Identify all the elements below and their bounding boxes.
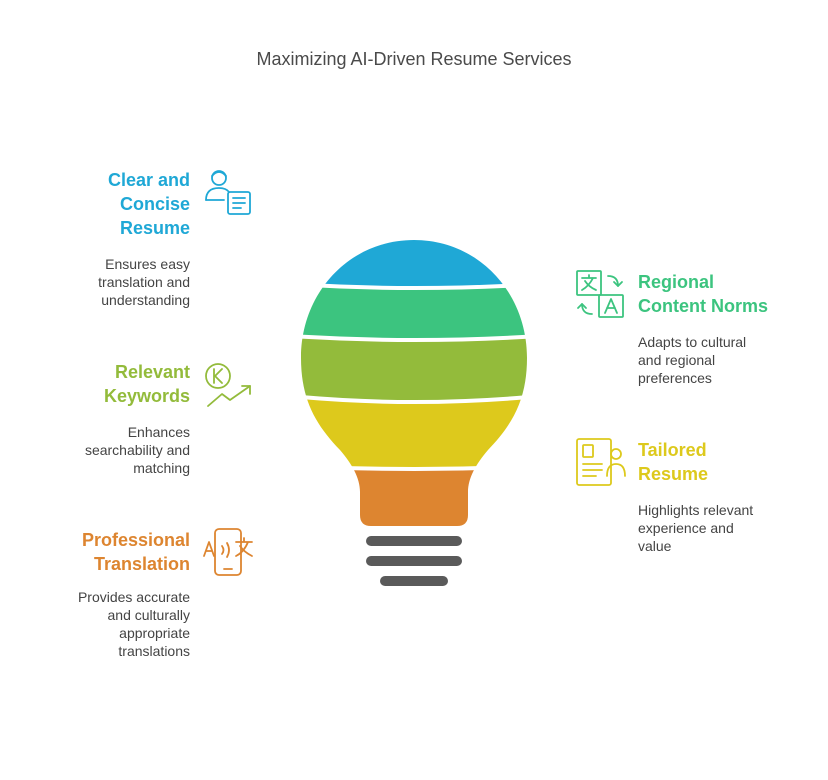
keyword-growth-icon xyxy=(205,363,251,407)
clear-concise-resume-heading: Clear and Concise Resume xyxy=(107,170,190,238)
bulb-segment-olive xyxy=(301,338,527,400)
diagram-title: Maximizing AI-Driven Resume Services xyxy=(256,49,572,69)
bulb-segment-orange xyxy=(301,468,527,526)
bulb-base-line-2 xyxy=(366,556,462,566)
regional-content-norms-desc: Adapts to cultural and regional preferen… xyxy=(638,334,747,386)
bulb-base-line-3 xyxy=(380,576,448,586)
tailored-resume-heading: Tailored Resume xyxy=(638,440,709,484)
tailored-resume-desc: Highlights relevant experience and value xyxy=(638,502,754,554)
relevant-keywords-desc: Enhances searchability and matching xyxy=(84,424,190,476)
regional-content-norms-heading: Regional Content Norms xyxy=(638,272,768,316)
relevant-keywords-heading: Relevant Keywords xyxy=(103,362,190,406)
bulb-segment-blue xyxy=(301,240,527,286)
resume-profile-icon xyxy=(576,438,626,486)
bulb-segment-yellow xyxy=(301,398,527,467)
bulb-segment-green xyxy=(301,286,527,338)
bulb-base-line-1 xyxy=(366,536,462,546)
person-document-icon xyxy=(205,170,251,215)
professional-translation-desc: Provides accurate and culturally appropr… xyxy=(77,589,190,659)
phone-translate-icon xyxy=(203,528,253,576)
clear-concise-resume-desc: Ensures easy translation and understandi… xyxy=(98,256,190,308)
professional-translation-heading: Professional Translation xyxy=(81,530,190,574)
language-swap-icon xyxy=(576,270,624,318)
